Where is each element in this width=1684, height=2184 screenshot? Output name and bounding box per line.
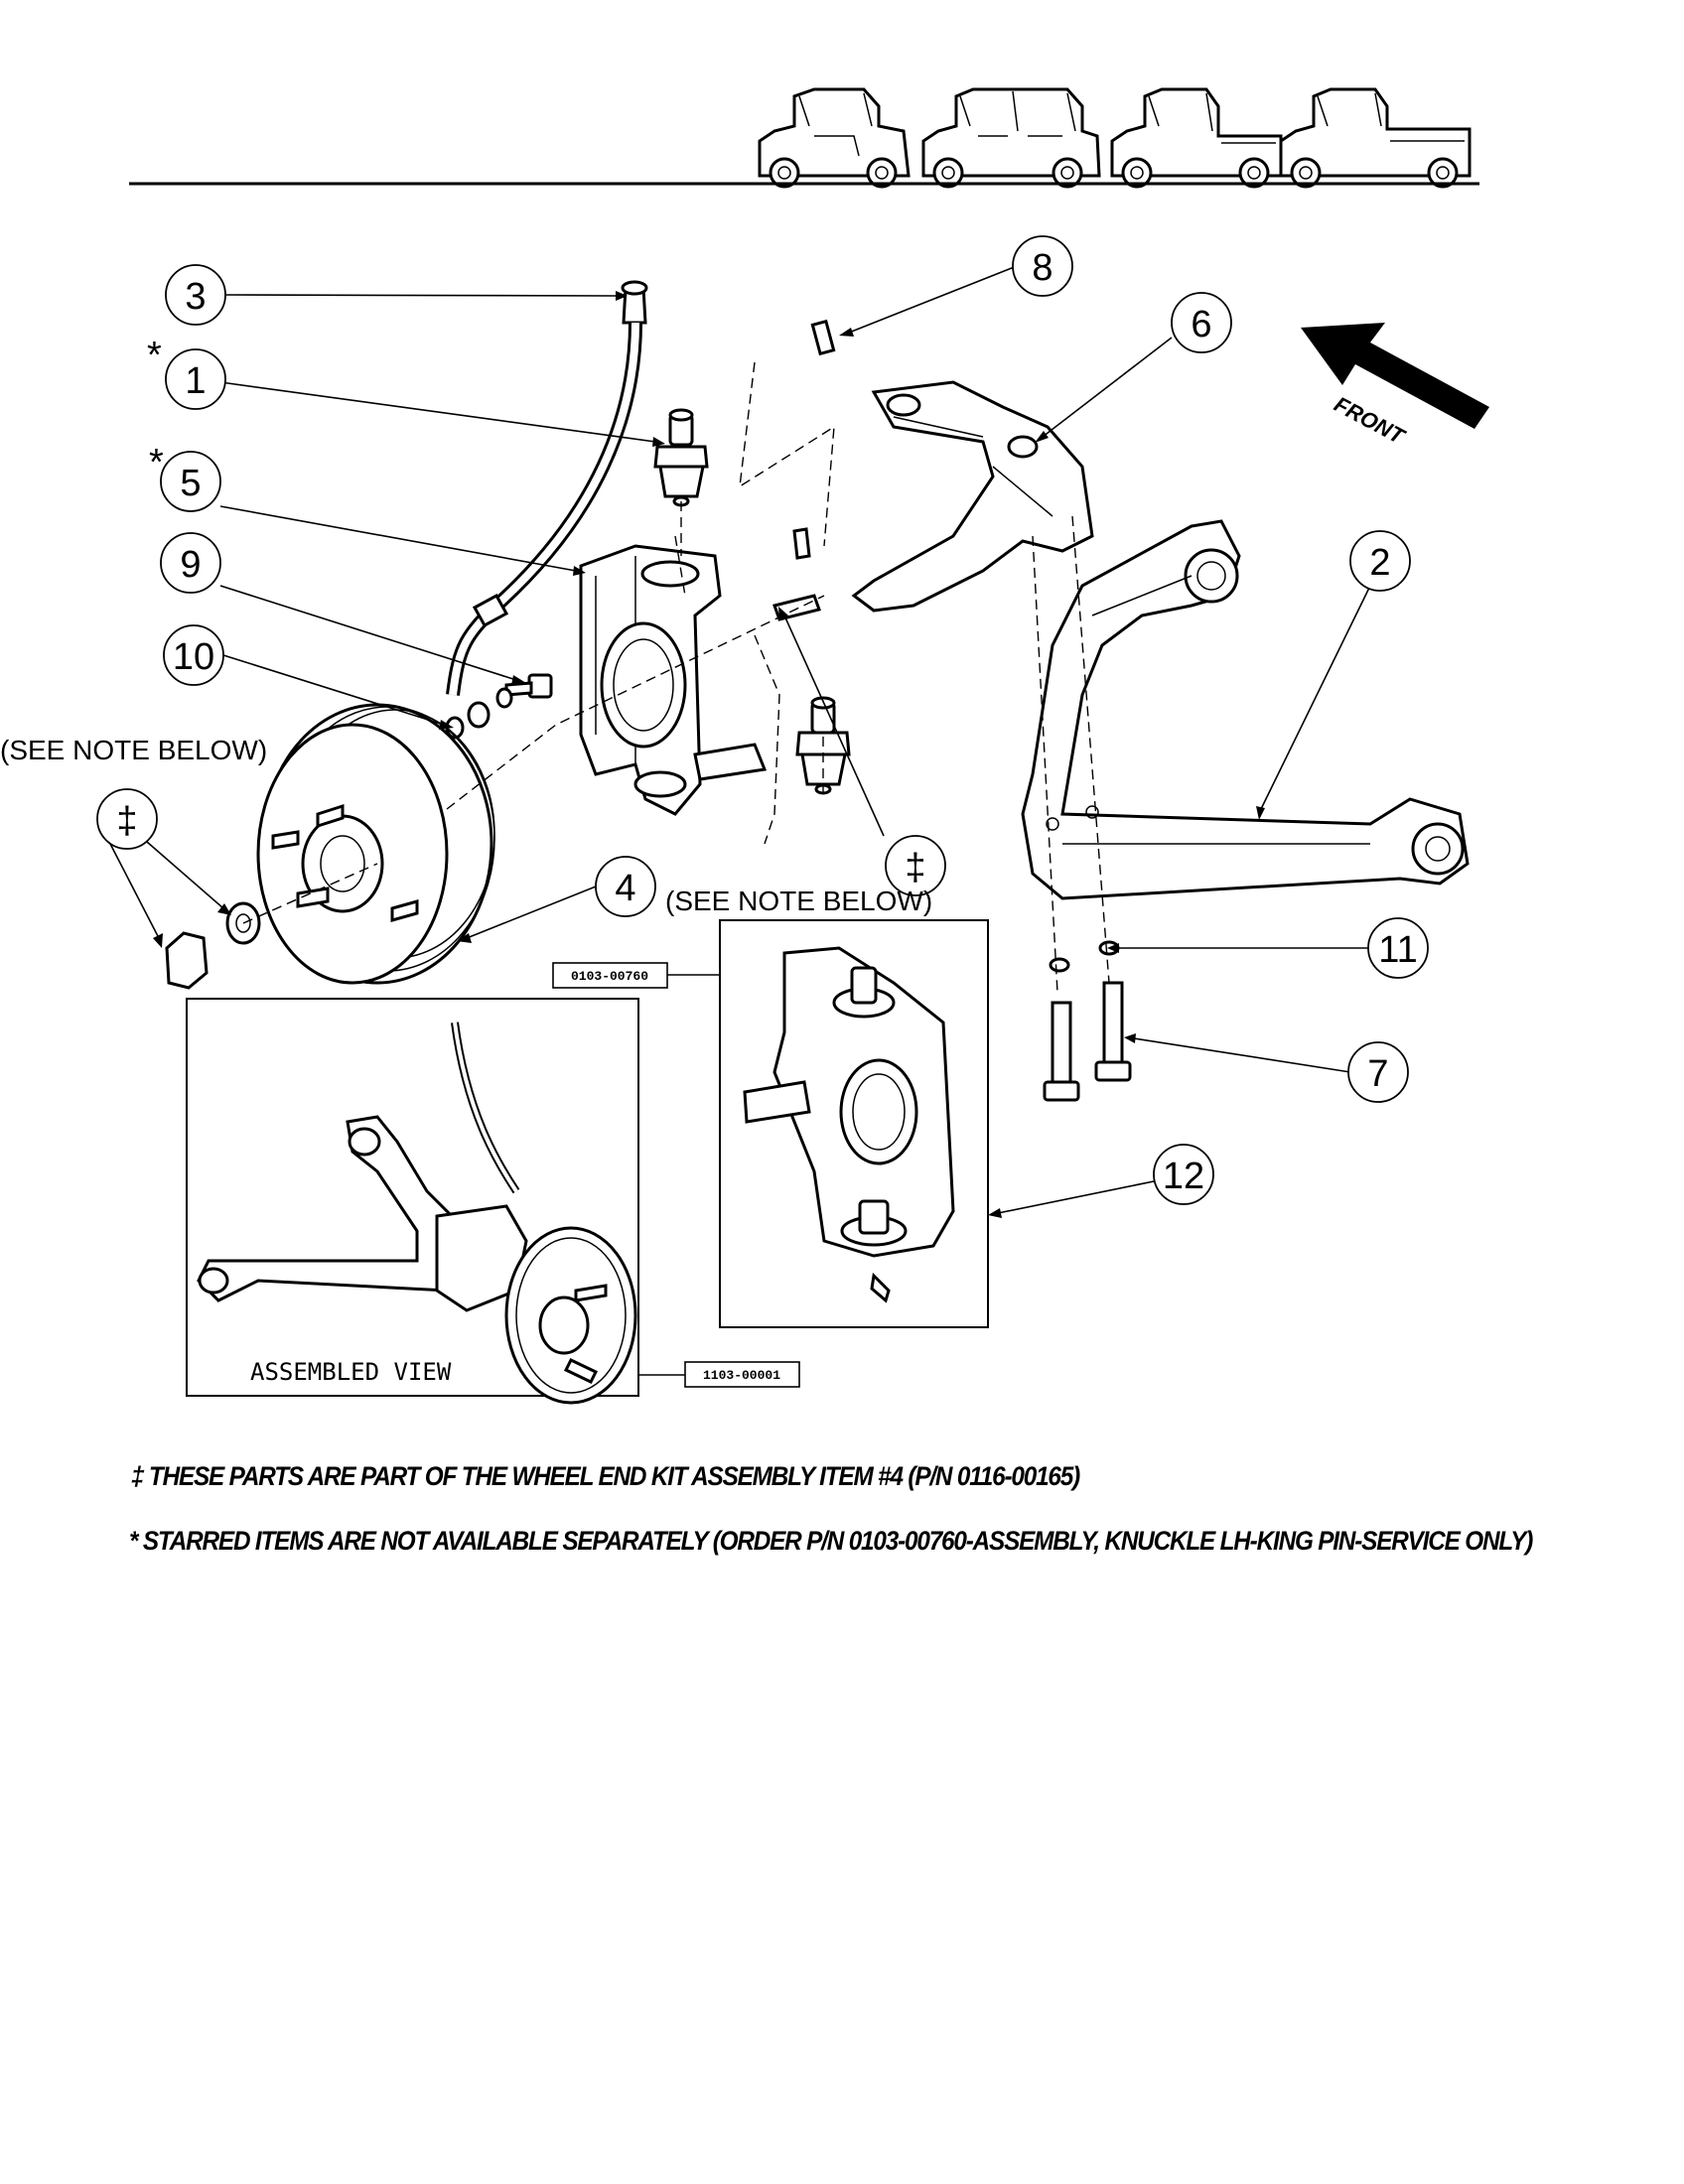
- svg-text:8: 8: [1032, 247, 1052, 289]
- callout-dagger-left: ‡: [96, 788, 158, 850]
- star-footnote: * STARRED ITEMS ARE NOT AVAILABLE SEPARA…: [129, 1526, 1533, 1556]
- vehicle-short-bed-icon: [1110, 87, 1283, 189]
- knuckle-assembly-detail: [719, 919, 989, 1328]
- svg-text:10: 10: [173, 636, 214, 678]
- callout-9: 9: [160, 532, 221, 594]
- assembly-part-number-box: 1103-00001: [638, 1361, 800, 1388]
- assembled-view-label: ASSEMBLED VIEW: [250, 1358, 452, 1386]
- see-note-label-left: (SEE NOTE BELOW): [0, 735, 267, 765]
- callout-11: 11: [1367, 917, 1429, 979]
- svg-text:1: 1: [185, 360, 206, 402]
- callout-dagger-right: ‡: [885, 835, 946, 896]
- vehicle-4-passenger-icon: [921, 87, 1101, 189]
- callout-12: 12: [1153, 1144, 1214, 1205]
- svg-text:4: 4: [615, 868, 635, 909]
- upper-control-arm: [772, 319, 1094, 621]
- svg-text:‡: ‡: [905, 847, 925, 888]
- knuckle-part-number-box: 0103-00760: [552, 962, 720, 989]
- callout-5-star: *: [149, 442, 164, 483]
- callout-1-star: *: [147, 335, 162, 376]
- svg-text:‡: ‡: [116, 800, 137, 842]
- brake-hose: [446, 280, 648, 696]
- steering-knuckle: [579, 544, 768, 816]
- callout-5: 5: [160, 451, 221, 512]
- svg-text:3: 3: [185, 276, 206, 318]
- lower-control-arm: [1021, 519, 1470, 900]
- brake-drum-hub: [256, 703, 495, 985]
- bolt-and-washers: [445, 673, 553, 740]
- svg-text:0103-00760: 0103-00760: [571, 969, 648, 984]
- callout-10: 10: [163, 624, 224, 686]
- vehicle-long-bed-icon: [1279, 87, 1472, 189]
- svg-text:5: 5: [180, 463, 201, 504]
- callout-4: 4: [595, 856, 656, 917]
- svg-text:2: 2: [1369, 542, 1390, 584]
- svg-text:9: 9: [180, 544, 201, 586]
- see-note-label-right: (SEE NOTE BELOW): [665, 886, 932, 916]
- mounting-bolts: [1043, 940, 1132, 1102]
- svg-text:11: 11: [1378, 929, 1417, 971]
- callout-3: 3: [165, 264, 226, 326]
- vehicle-2-passenger-icon: [758, 87, 911, 189]
- callout-1: 1: [165, 348, 226, 410]
- assembled-view-detail: ASSEMBLED VIEW: [186, 998, 639, 1405]
- front-label: FRONT: [1331, 391, 1410, 449]
- svg-text:7: 7: [1367, 1053, 1388, 1095]
- front-direction-arrow: FRONT: [1301, 323, 1489, 450]
- callout-7: 7: [1347, 1041, 1409, 1103]
- svg-text:6: 6: [1191, 304, 1211, 345]
- dagger-footnote: ‡ THESE PARTS ARE PART OF THE WHEEL END …: [131, 1461, 1080, 1491]
- svg-text:1103-00001: 1103-00001: [703, 1368, 780, 1383]
- callout-2: 2: [1349, 530, 1411, 592]
- lug-nut-and-washer: [165, 901, 261, 990]
- callout-6: 6: [1171, 292, 1232, 353]
- upper-ball-joint: [653, 408, 709, 507]
- svg-text:12: 12: [1163, 1156, 1204, 1197]
- callout-8: 8: [1012, 235, 1073, 297]
